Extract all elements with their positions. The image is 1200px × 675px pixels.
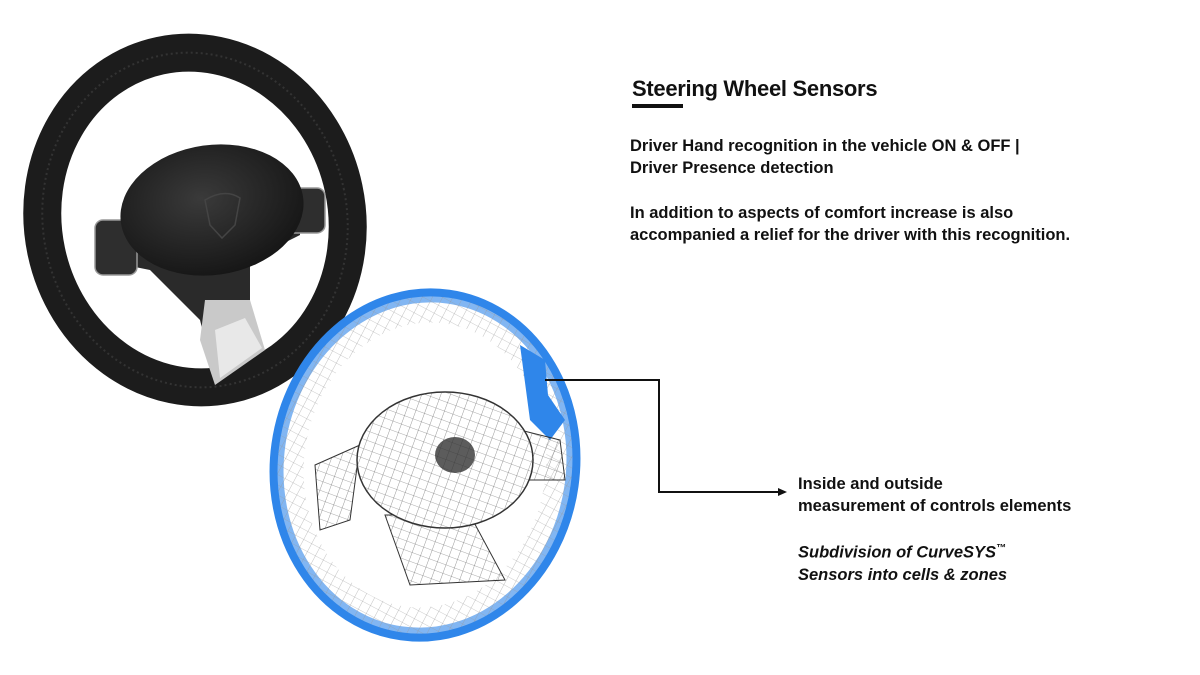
text-line: Driver Hand recognition in the vehicle O… bbox=[630, 137, 1020, 155]
page-title: Steering Wheel Sensors bbox=[632, 76, 878, 101]
text-line: Driver Presence detection bbox=[630, 159, 834, 177]
comfort-text: In addition to aspects of comfort increa… bbox=[630, 202, 1070, 246]
measurement-callout: Inside and outside measurement of contro… bbox=[798, 473, 1071, 517]
text-line: accompanied a relief for the driver with… bbox=[630, 226, 1071, 244]
text-line: Sensors into cells & zones bbox=[798, 565, 1008, 584]
trademark-symbol: ™ bbox=[996, 543, 1007, 554]
steering-wheel-mesh-model bbox=[269, 288, 581, 642]
title-underline bbox=[632, 104, 683, 108]
text-line: Subdivision of CurveSYS™ bbox=[798, 538, 1007, 564]
callout-arrow bbox=[545, 379, 787, 496]
text-line: Inside and outside bbox=[798, 475, 943, 493]
steering-wheel-photo bbox=[23, 33, 367, 407]
text-line: In addition to aspects of comfort increa… bbox=[630, 204, 1014, 222]
subdivision-callout: Subdivision of CurveSYS™ Sensors into ce… bbox=[798, 538, 1007, 586]
text-line: measurement of controls elements bbox=[798, 497, 1072, 515]
hand-recognition-text: Driver Hand recognition in the vehicle O… bbox=[630, 135, 1020, 179]
text-span: Subdivision of CurveSYS bbox=[798, 543, 997, 562]
